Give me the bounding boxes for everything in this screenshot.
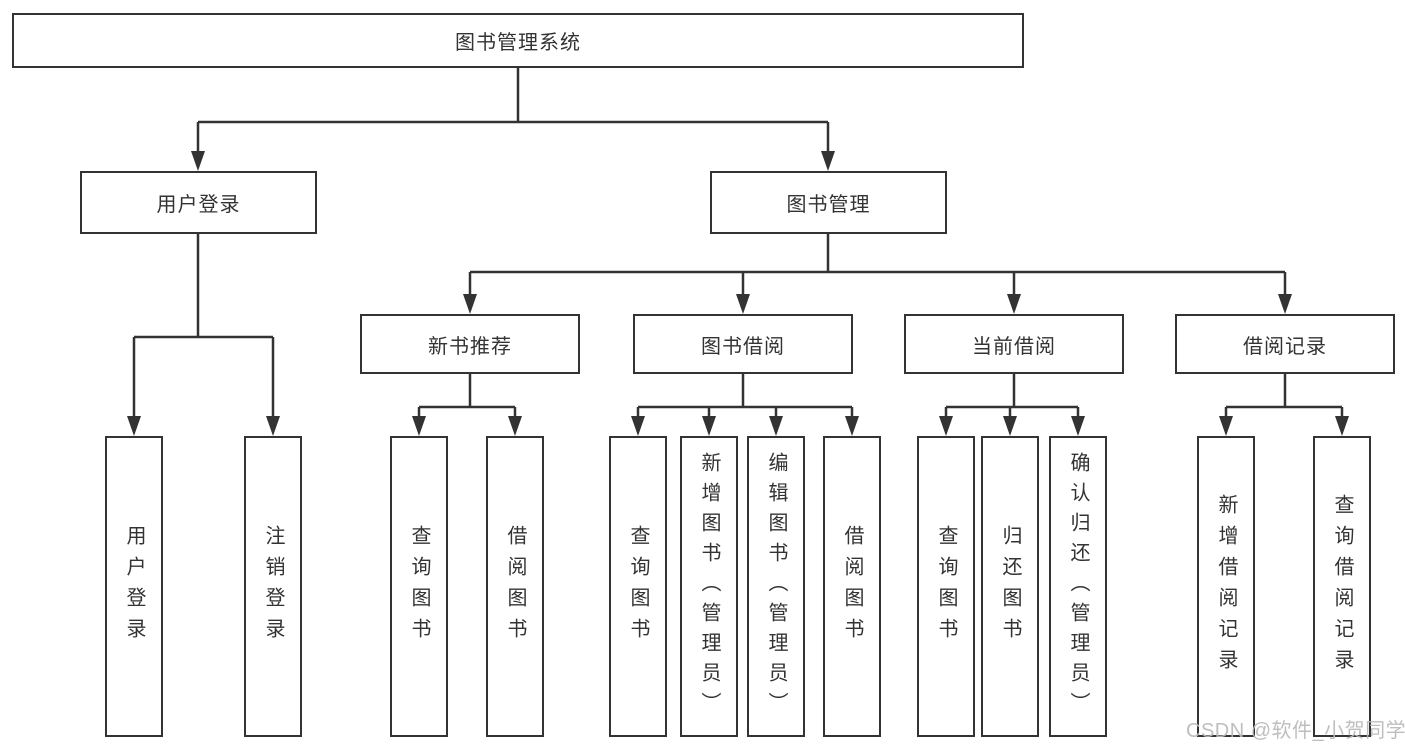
leaf-label: 编辑图书（管理员）: [765, 451, 787, 722]
leaf-label: 用户登录: [123, 524, 145, 649]
leaf-label: 查询图书: [627, 524, 649, 649]
leaf-edit-book-admin: 编辑图书（管理员）: [747, 436, 805, 737]
node-current-borrowing: 当前借阅: [904, 314, 1124, 374]
leaf-logout: 注销登录: [244, 436, 302, 737]
leaf-label: 查询图书: [935, 524, 957, 649]
leaf-label: 新增图书（管理员）: [698, 451, 720, 722]
leaf-label: 借阅图书: [504, 524, 526, 649]
leaf-label: 注销登录: [262, 524, 284, 649]
node-label: 图书管理: [786, 194, 871, 216]
leaf-query-books-borrowing: 查询图书: [609, 436, 667, 737]
node-label: 当前借阅: [972, 335, 1056, 358]
leaf-user-login: 用户登录: [105, 436, 163, 737]
node-user-login: 用户登录: [80, 171, 317, 234]
leaf-label: 查询借阅记录: [1331, 493, 1353, 680]
leaf-confirm-return-admin: 确认归还（管理员）: [1049, 436, 1107, 737]
node-label: 图书借阅: [701, 335, 785, 358]
node-new-book-recommend: 新书推荐: [360, 314, 580, 374]
leaf-return-books: 归还图书: [981, 436, 1039, 737]
node-label: 新书推荐: [428, 335, 512, 358]
leaf-label: 查询图书: [408, 524, 430, 649]
node-book-borrowing: 图书借阅: [633, 314, 853, 374]
node-label: 用户登录: [156, 194, 241, 216]
leaf-label: 新增借阅记录: [1215, 493, 1237, 680]
leaf-query-borrow-record: 查询借阅记录: [1313, 436, 1371, 737]
leaf-borrow-books-borrowing: 借阅图书: [823, 436, 881, 737]
node-label: 图书管理系统: [455, 32, 581, 54]
node-borrowing-records: 借阅记录: [1175, 314, 1395, 374]
node-library-management-system: 图书管理系统: [12, 13, 1024, 68]
csdn-watermark: CSDN @软件_小贺同学: [1186, 720, 1405, 742]
leaf-query-books-current: 查询图书: [917, 436, 975, 737]
leaf-label: 借阅图书: [841, 524, 863, 649]
node-book-management: 图书管理: [710, 171, 947, 234]
leaf-borrow-books-recommend: 借阅图书: [486, 436, 544, 737]
leaf-query-books-recommend: 查询图书: [390, 436, 448, 737]
leaf-add-book-admin: 新增图书（管理员）: [680, 436, 738, 737]
leaf-label: 归还图书: [999, 524, 1021, 649]
leaf-add-borrow-record: 新增借阅记录: [1197, 436, 1255, 737]
leaf-label: 确认归还（管理员）: [1067, 451, 1089, 722]
node-label: 借阅记录: [1243, 335, 1327, 358]
